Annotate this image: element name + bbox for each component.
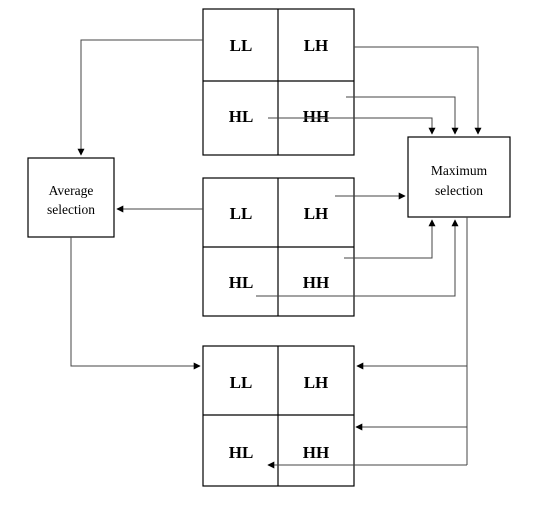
bottom-cell-hl: HL bbox=[229, 443, 254, 462]
maximum-selection-label-line2: selection bbox=[435, 183, 483, 198]
middle-cell-lh: LH bbox=[304, 204, 329, 223]
middle-cell-hl: HL bbox=[229, 273, 254, 292]
top-subband-grid: LL LH HL HH bbox=[202, 8, 355, 156]
connector-wires bbox=[70, 39, 482, 469]
arrow-top-hh-to-maximum bbox=[346, 96, 459, 135]
middle-cell-ll: LL bbox=[230, 204, 253, 223]
bottom-cell-lh: LH bbox=[304, 373, 329, 392]
middle-cell-hh: HH bbox=[303, 273, 329, 292]
top-cell-hl: HL bbox=[229, 107, 254, 126]
top-cell-ll: LL bbox=[230, 36, 253, 55]
arrow-middle-hl-to-maximum bbox=[256, 219, 459, 297]
arrow-top-ll-to-average bbox=[77, 39, 203, 156]
arrow-average-to-bottom-ll bbox=[70, 237, 201, 370]
maximum-selection-label-line1: Maximum bbox=[431, 163, 488, 178]
middle-subband-grid: LL LH HL HH bbox=[202, 177, 355, 317]
bottom-subband-grid: LL LH HL HH bbox=[202, 345, 355, 487]
maximum-selection-frame bbox=[407, 136, 511, 218]
maximum-selection-box: Maximum selection bbox=[407, 136, 511, 218]
average-selection-box: Average selection bbox=[27, 157, 115, 238]
arrow-top-lh-to-maximum bbox=[354, 46, 482, 135]
average-selection-frame bbox=[27, 157, 115, 238]
average-selection-label-line2: selection bbox=[47, 202, 95, 217]
top-cell-hh: HH bbox=[303, 107, 329, 126]
bottom-cell-hh: HH bbox=[303, 443, 329, 462]
top-cell-lh: LH bbox=[304, 36, 329, 55]
arrow-top-hl-to-maximum bbox=[268, 117, 436, 135]
bottom-cell-ll: LL bbox=[230, 373, 253, 392]
average-selection-label-line1: Average bbox=[49, 183, 94, 198]
arrow-middle-hh-to-maximum bbox=[344, 219, 436, 259]
